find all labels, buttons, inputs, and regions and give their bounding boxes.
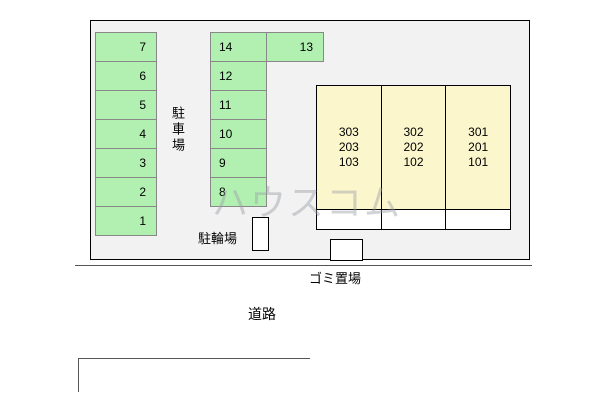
garbage-label: ゴミ置場 — [309, 271, 362, 286]
building-unit-1: 303 203 103 — [317, 86, 382, 229]
parking-space-9: 9 — [210, 148, 267, 178]
room-number: 202 — [403, 140, 424, 154]
building-corridor — [317, 210, 381, 229]
room-number: 103 — [338, 155, 359, 169]
room-number: 102 — [403, 155, 424, 169]
building-corridor — [381, 210, 446, 229]
parking-space-11: 11 — [210, 90, 267, 120]
room-number: 303 — [338, 125, 359, 139]
parking-space-10: 10 — [210, 119, 267, 149]
bike-parking-area — [252, 217, 269, 251]
room-number: 201 — [468, 140, 489, 154]
boundary-line-horizontal — [78, 358, 310, 359]
unit-room-numbers: 303 203 103 — [317, 86, 381, 210]
road-label: 道路 — [248, 306, 276, 322]
room-number: 301 — [468, 125, 489, 139]
parking-lot-label: 駐車場 — [170, 106, 185, 154]
parking-space-4: 4 — [95, 119, 157, 149]
bike-parking-label: 駐輪場 — [198, 231, 238, 246]
room-number: 101 — [468, 155, 489, 169]
building: 303 203 103 302 202 102 301 201 101 — [316, 85, 511, 230]
parking-space-5: 5 — [95, 90, 157, 120]
room-number: 302 — [403, 125, 424, 139]
parking-space-13: 13 — [266, 32, 324, 62]
parking-space-3: 3 — [95, 148, 157, 178]
room-number: 203 — [338, 140, 359, 154]
parking-space-7: 7 — [95, 32, 157, 62]
boundary-line-vertical — [78, 358, 79, 392]
garbage-area — [330, 239, 363, 261]
building-unit-2: 302 202 102 — [381, 86, 447, 229]
parking-space-12: 12 — [210, 61, 267, 91]
unit-room-numbers: 301 201 101 — [446, 86, 511, 210]
road-edge-line — [75, 265, 532, 266]
unit-room-numbers: 302 202 102 — [381, 86, 446, 210]
parking-space-2: 2 — [95, 177, 157, 207]
building-corridor — [446, 210, 511, 229]
parking-space-6: 6 — [95, 61, 157, 91]
building-unit-3: 301 201 101 — [446, 86, 511, 229]
parking-space-1: 1 — [95, 206, 157, 236]
parking-space-14: 14 — [210, 32, 267, 62]
parking-space-8: 8 — [210, 177, 267, 207]
